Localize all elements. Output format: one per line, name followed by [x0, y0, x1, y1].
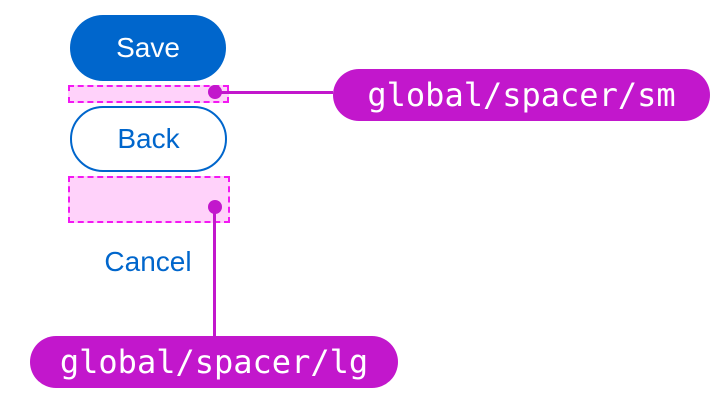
token-label-lg: global/spacer/lg [30, 336, 398, 388]
cancel-button[interactable]: Cancel [70, 242, 226, 282]
connector-dot-sm [208, 85, 222, 99]
save-button[interactable]: Save [70, 15, 226, 81]
back-button[interactable]: Back [70, 106, 227, 172]
spacer-sm-highlight [68, 85, 229, 103]
connector-dot-lg [208, 200, 222, 214]
connector-line-lg [213, 207, 216, 337]
connector-line-sm [215, 91, 333, 94]
token-label-sm: global/spacer/sm [333, 69, 710, 121]
spacer-lg-highlight [68, 176, 230, 223]
